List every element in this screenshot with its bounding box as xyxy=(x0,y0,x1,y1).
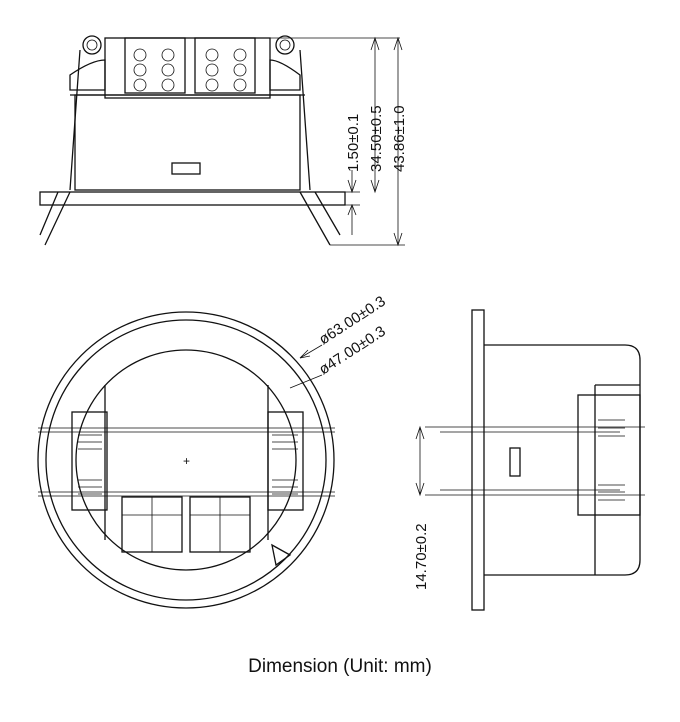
dim-total-height: 43.86±1.0 xyxy=(391,105,408,172)
drawing-caption: Dimension (Unit: mm) xyxy=(248,656,432,677)
dim-depth: 14.70±0.2 xyxy=(413,523,430,590)
top-view: 1.50±0.1 34.50±0.5 43.86±1.0 xyxy=(39,35,408,247)
inner-ring xyxy=(75,349,297,571)
mount-hole-left xyxy=(82,35,102,55)
outer-ring xyxy=(37,311,335,609)
dim-flange-thickness: 1.50±0.1 xyxy=(345,114,362,172)
side-flange xyxy=(471,309,485,611)
sensor-arrow-icon xyxy=(271,543,292,567)
mount-hole-right xyxy=(275,35,295,55)
side-view: 14.70±0.2 xyxy=(413,309,645,611)
front-view: + ø63.00±0.3 ø47.00±0.3 xyxy=(37,293,389,609)
svg-text:+: + xyxy=(183,454,190,468)
dim-body-height: 34.50±0.5 xyxy=(368,105,385,172)
flange xyxy=(39,191,346,206)
